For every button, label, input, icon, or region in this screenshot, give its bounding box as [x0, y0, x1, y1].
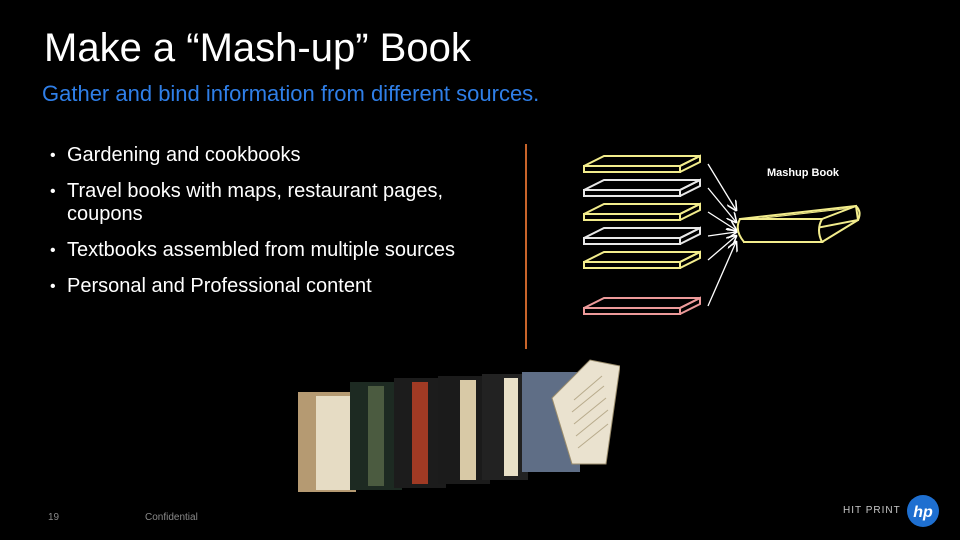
- bullet-item: Personal and Professional content: [48, 275, 468, 298]
- bullet-item: Textbooks assembled from multiple source…: [48, 239, 468, 262]
- arrow: [707, 236, 736, 261]
- vertical-divider: [525, 144, 527, 349]
- target-book-spine: [736, 218, 824, 243]
- books-photo: [298, 359, 620, 492]
- source-book: [583, 296, 701, 315]
- slide-title: Make a “Mash-up” Book: [44, 26, 471, 70]
- source-book: [583, 154, 701, 173]
- book-photo-5: [482, 374, 528, 480]
- mashup-book-label: Mashup Book: [766, 167, 840, 179]
- bullet-item: Gardening and cookbooks: [48, 144, 468, 167]
- mashup-diagram: [583, 154, 861, 315]
- open-book-photo: [551, 359, 620, 465]
- source-book: [583, 178, 701, 197]
- arrow: [707, 242, 736, 307]
- brand-text: HIT PRINT: [843, 505, 901, 516]
- source-book: [583, 250, 701, 269]
- page-number: 19: [48, 512, 60, 523]
- confidential-label: Confidential: [145, 512, 198, 523]
- book-photo-1: [298, 392, 356, 492]
- bullet-list: Gardening and cookbooks Travel books wit…: [48, 144, 468, 311]
- arrow: [707, 163, 736, 210]
- arrow: [707, 187, 736, 222]
- book-photo-3: [394, 378, 446, 488]
- source-book: [583, 226, 701, 245]
- source-book: [583, 202, 701, 221]
- slide-subtitle: Gather and bind information from differe…: [42, 81, 540, 106]
- arrow: [707, 211, 736, 230]
- book-photo-4: [438, 376, 490, 484]
- hp-logo-icon: hp: [907, 495, 939, 527]
- arrow: [707, 232, 736, 236]
- bullet-item: Travel books with maps, restaurant pages…: [48, 180, 468, 226]
- book-photo-2: [350, 382, 402, 490]
- target-book: [736, 204, 861, 244]
- hp-logo-text: hp: [913, 504, 933, 521]
